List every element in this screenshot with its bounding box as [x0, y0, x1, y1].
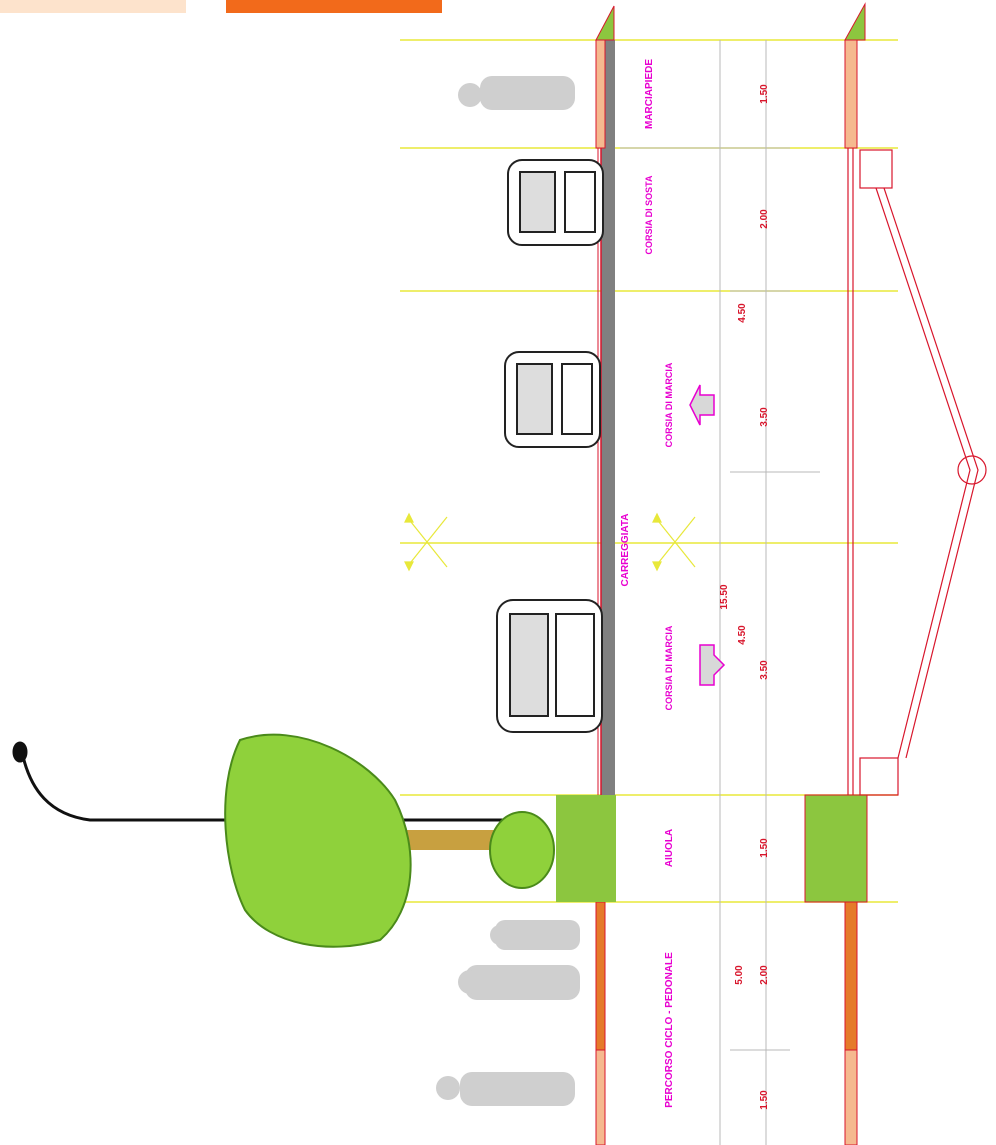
label-flowerbed: AIUOLA: [664, 829, 675, 867]
flowerbed-planter: [556, 795, 616, 902]
header-bar-orange: [226, 0, 442, 13]
dim-total: 15.50: [719, 584, 730, 609]
car-icon: [504, 351, 601, 448]
direction-arrow-icon: [689, 384, 715, 426]
label-cycle-path: PERCORSO CICLO - PEDONALE: [664, 952, 675, 1108]
dim-parking-lane: 2.00: [759, 209, 770, 229]
carriageway-asphalt: [601, 40, 615, 795]
shrub-icon: [489, 811, 555, 889]
dim-lower-total: 4.50: [737, 625, 748, 645]
label-carriageway: CARREGGIATA: [620, 514, 631, 587]
label-sidewalk: MARCIAPIEDE: [644, 59, 655, 129]
dim-flowerbed: 1.50: [759, 838, 770, 858]
section-flowerbed: [804, 794, 868, 903]
dim-sidewalk: 1.50: [759, 84, 770, 104]
dim-pedestrian: 1.50: [759, 1090, 770, 1110]
cycle-path-strip: [595, 901, 606, 1051]
street-lamp-icon: [12, 741, 540, 822]
pedestrian-icon: [458, 76, 575, 110]
section-cycle-path: [844, 901, 858, 1051]
header-bar-light: [0, 0, 186, 13]
section-structure: [847, 148, 987, 796]
pedestrian-strip: [595, 1049, 606, 1145]
section-sidewalk: [844, 39, 858, 149]
dim-cycle-total: 5.00: [734, 965, 745, 985]
pedestrian-icon: [436, 1072, 575, 1106]
car-icon: [507, 159, 604, 246]
sidewalk-strip: [595, 39, 606, 149]
section-pedestrian: [844, 1049, 858, 1145]
dimension-lines: [620, 40, 820, 1145]
axis-cross-icon: [404, 512, 696, 572]
cyclist-icon: [490, 920, 580, 950]
dim-lane-upper: 3.50: [759, 407, 770, 427]
section-end-triangle: [844, 2, 866, 41]
dim-cycle-lane: 2.00: [759, 965, 770, 985]
car-icon: [496, 599, 603, 733]
guide-lines: [400, 39, 898, 903]
sidewalk-end-triangle: [595, 5, 615, 41]
label-lane-lower: CORSIA DI MARCIA: [664, 625, 674, 710]
direction-arrow-icon: [699, 644, 726, 686]
dim-lane-lower: 3.50: [759, 660, 770, 680]
cyclist-icon: [458, 965, 580, 1000]
tree-icon: [224, 733, 495, 948]
dim-upper-total: 4.50: [737, 303, 748, 323]
label-parking-lane: CORSIA DI SOSTA: [644, 175, 654, 255]
label-lane-upper: CORSIA DI MARCIA: [664, 362, 674, 447]
